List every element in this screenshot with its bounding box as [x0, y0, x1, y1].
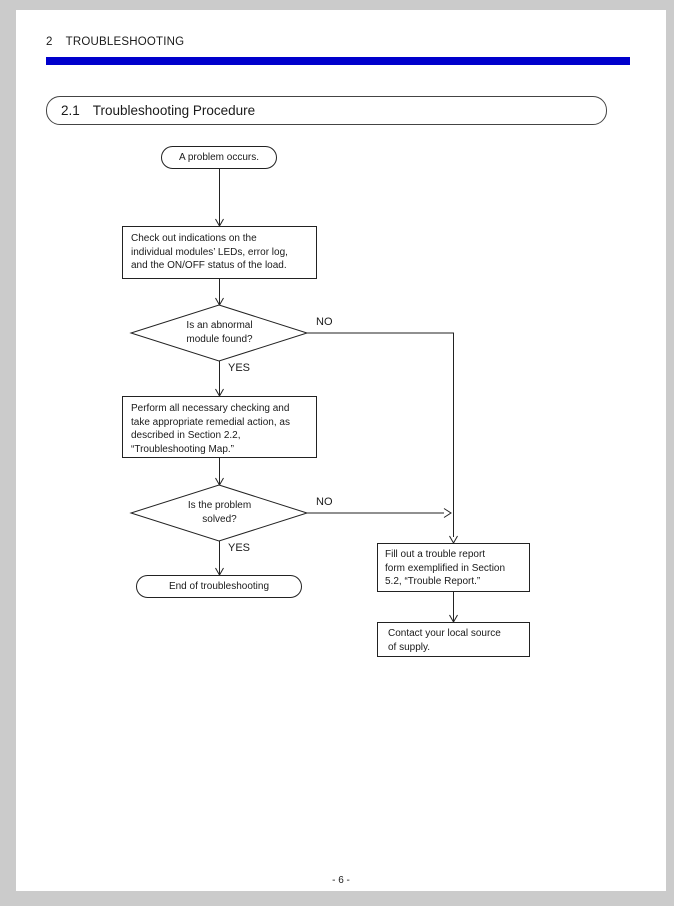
chapter-header: 2 TROUBLESHOOTING [46, 36, 184, 48]
decision-problem-solved-label: Is the problem solved? [187, 500, 252, 525]
page-number: - 6 - [332, 875, 350, 886]
decision1-yes-label: YES [228, 362, 251, 374]
section-title-box: 2.1 Troubleshooting Procedure [46, 96, 607, 125]
trouble-report-process: Fill out a trouble report form exemplifi… [377, 543, 530, 592]
chapter-number: 2 [46, 36, 53, 48]
perform-checking-process: Perform all necessary checking and take … [122, 396, 317, 458]
decision2-no-label: NO [316, 496, 333, 508]
decision1-no-label: NO [316, 316, 333, 328]
decision-abnormal-module-label: Is an abnormal module found? [186, 320, 253, 345]
section-number: 2.1 [61, 103, 80, 118]
section-title: Troubleshooting Procedure [92, 103, 256, 118]
decision2-yes-label: YES [228, 542, 251, 554]
document-page [16, 10, 666, 891]
check-indications-process: Check out indications on the individual … [122, 226, 317, 279]
header-accent-bar [46, 57, 630, 65]
start-terminal: A problem occurs. [161, 146, 277, 169]
chapter-title: TROUBLESHOOTING [65, 36, 185, 48]
contact-supply-process: Contact your local source of supply. [377, 622, 530, 657]
end-terminal: End of troubleshooting [136, 575, 302, 598]
